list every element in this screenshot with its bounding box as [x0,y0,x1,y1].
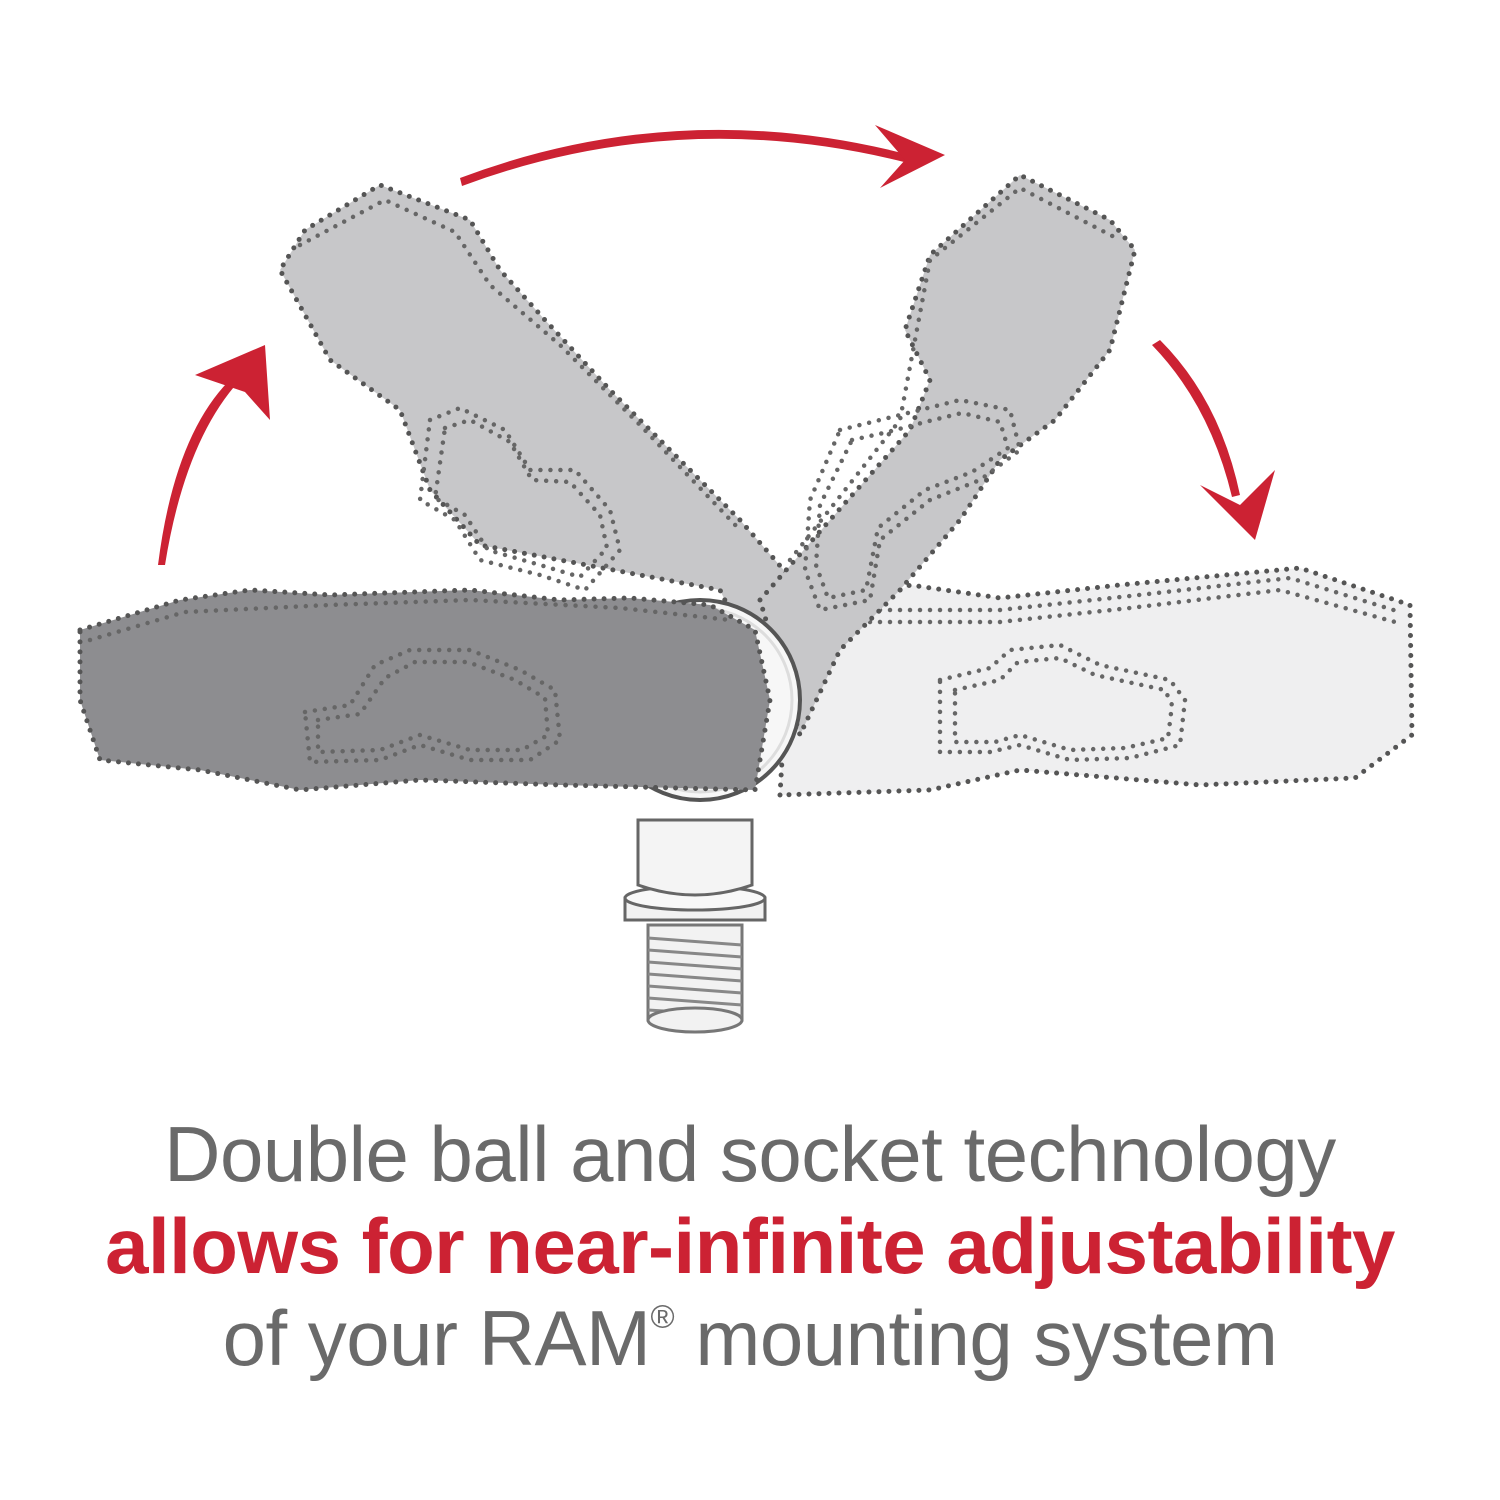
arm-position-upper-right [757,172,1138,738]
caption-line-3-start: of your RAM [222,1294,651,1382]
curved-red-arrow-icon [460,125,945,188]
registered-mark: ® [650,1297,675,1335]
arm-position-left-dark [77,587,773,793]
curved-red-arrow-icon [158,345,270,565]
caption: Double ball and socket technology allows… [0,1108,1500,1384]
double-socket-arm-rotation-illustration [77,125,1415,1034]
arm-position-right-light [777,565,1415,798]
curved-red-arrow-icon [1152,340,1275,540]
caption-line-3: of your RAM® mounting system [0,1292,1500,1384]
arm-position-upper-left [277,182,813,738]
caption-line-2-highlight: allows for near-infinite adjustability [105,1202,1395,1290]
caption-line-3-end: mounting system [674,1294,1278,1382]
caption-line-1: Double ball and socket technology [164,1110,1336,1198]
rotation-arrows [158,125,1275,565]
